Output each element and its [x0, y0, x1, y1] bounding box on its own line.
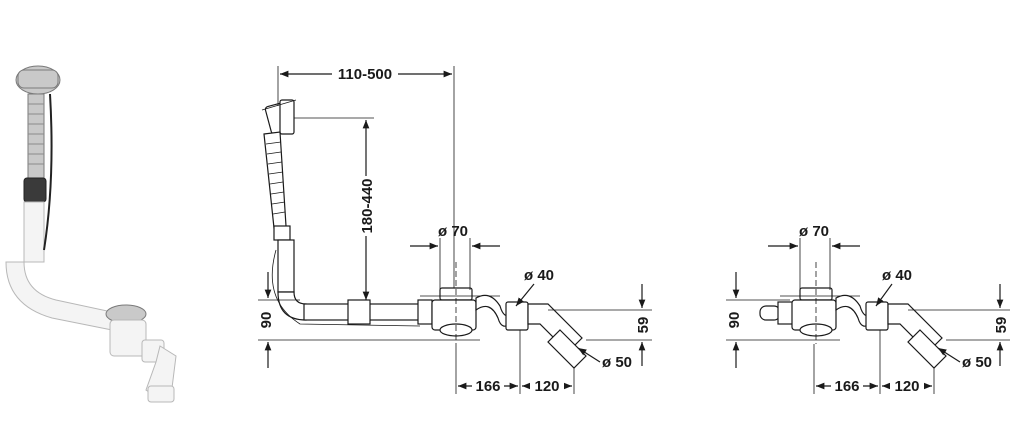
drawing-left: 110-500 180-440 ø 70 ø 40 ø 50 90 59	[258, 64, 652, 395]
dim-offset-166-left: 166	[475, 378, 500, 395]
dim-height-90-right: 90	[726, 312, 743, 329]
dim-drain-diameter-right: ø 70	[799, 223, 829, 240]
dim-outlet-diameter-right: ø 40	[882, 267, 912, 284]
dim-offset-120-left: 120	[534, 378, 559, 395]
dim-drain-diameter-left: ø 70	[438, 223, 468, 240]
dim-pipe-diameter-left: ø 50	[602, 354, 632, 371]
dim-height-59-right: 59	[993, 317, 1010, 334]
dim-overflow-height: 180-440	[359, 178, 376, 233]
product-photo	[5, 65, 177, 403]
dim-offset-166-right: 166	[834, 378, 859, 395]
drawing-right: ø 70 ø 40 ø 50 90 59 166 120	[726, 223, 1010, 395]
dim-height-90-left: 90	[258, 312, 275, 329]
dim-overflow-reach: 110-500	[338, 66, 392, 83]
dim-outlet-diameter-left: ø 40	[524, 267, 554, 284]
dim-height-59-left: 59	[635, 317, 652, 334]
dim-pipe-diameter-right: ø 50	[962, 354, 992, 371]
dim-offset-120-right: 120	[894, 378, 919, 395]
